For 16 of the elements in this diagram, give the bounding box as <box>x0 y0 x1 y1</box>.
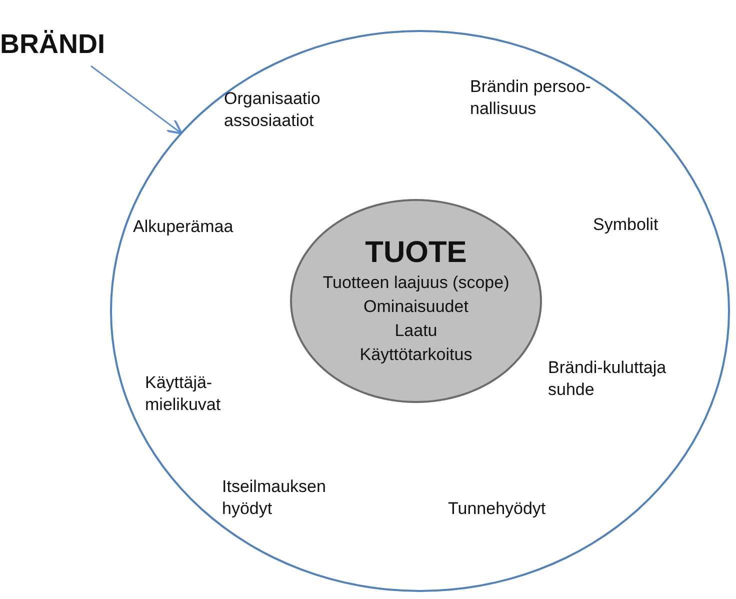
ellipse-text: Laatu <box>394 320 438 342</box>
ellipse-text: Käyttötarkoitus <box>360 344 472 366</box>
ellipse-text: Tuotteen laajuus (scope) <box>322 272 510 294</box>
ellipse-heading: TUOTE <box>365 235 467 271</box>
arrow <box>90 65 183 134</box>
brand-attribute-label: Alkuperämaa <box>133 216 234 238</box>
brand-attribute-label: Brändin persoo- nallisuus <box>470 76 592 120</box>
title-text: BRÄNDI <box>0 26 105 62</box>
brand-attribute-label: Tunnehyödyt <box>448 498 546 520</box>
outer-circle <box>110 30 730 592</box>
brand-attribute-label: Symbolit <box>593 214 658 236</box>
brand-attribute-label: Käyttäjä- mielikuvat <box>145 372 222 416</box>
brand-attribute-label: Brändi-kuluttaja suhde <box>548 357 668 401</box>
brand-attribute-label: Organisaatio assosiaatiot <box>224 88 322 132</box>
brand-attribute-label: Itseilmauksen hyödyt <box>222 476 327 520</box>
ellipse-text: Ominaisuudet <box>364 296 468 318</box>
